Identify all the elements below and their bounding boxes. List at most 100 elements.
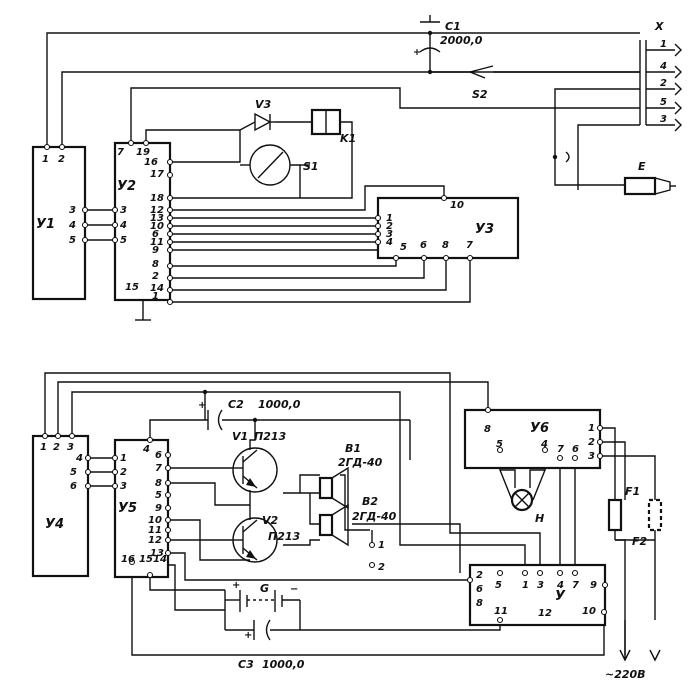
v2-label: V2	[262, 514, 279, 527]
block-u: У 2 6 8 5 1 3 4 7 9 11 12 10	[466, 563, 609, 627]
u5-pin-3: 3	[120, 481, 127, 492]
c2-value: 1000,0	[258, 398, 301, 411]
sensor-s1: S1	[240, 144, 319, 198]
u2-pin-3: 3	[120, 205, 127, 216]
c3-label: C3	[238, 658, 254, 671]
x-pin-4: 4	[659, 61, 667, 72]
u-pin-11: 11	[494, 606, 508, 617]
block-u2: У2 7 19 1 6 17 3 4 5	[111, 139, 174, 306]
u2-pin-2: 2	[152, 271, 159, 282]
u3-pin-2: 2	[386, 221, 393, 232]
u1-pin-5: 5	[69, 235, 76, 246]
u-label: У	[555, 589, 566, 604]
u4-pin-2: 2	[53, 442, 60, 453]
u6-pin-7: 7	[557, 444, 564, 455]
u2-pin-17: 17	[150, 169, 164, 180]
bottom-circuit: У4 1 2 3 4 5 6 У5 1 2 3	[31, 372, 663, 681]
c2-label: C2	[228, 398, 244, 411]
u3-pin-5: 5	[400, 242, 407, 253]
u3-pin-3: 3	[386, 229, 393, 240]
u2-pin-5: 5	[120, 235, 127, 246]
battery-g: + G −	[225, 580, 300, 612]
u3-pin-10: 10	[450, 200, 464, 211]
x-pin-3: 3	[660, 114, 667, 125]
x-pin-2: 2	[660, 78, 667, 89]
g-minus: −	[290, 584, 298, 595]
u2-pin-10: 10	[150, 221, 164, 232]
u1-pin-3: 3	[69, 205, 76, 216]
u3-pin-6: 6	[420, 240, 427, 251]
u2-pin-4: 4	[119, 220, 127, 231]
speaker-b2: B2 2ГД-40 1 2	[318, 495, 397, 573]
u5-pin-8: 8	[155, 478, 162, 489]
probe-e: E	[552, 151, 676, 196]
s1-label: S1	[303, 160, 319, 173]
u5-pin-11: 11	[148, 525, 162, 536]
u6-pin-3: 3	[588, 451, 595, 462]
block-u4: У4 1 2 3 4 5 6	[31, 432, 92, 578]
u5-pin-4: 4	[142, 444, 150, 455]
u2-pin-12: 12	[150, 205, 164, 216]
u5-label: У5	[118, 501, 137, 516]
e-label: E	[638, 160, 646, 173]
u2-pin-15: 15	[125, 282, 139, 293]
u-pin-5: 5	[495, 580, 502, 591]
v2-type: П213	[268, 530, 301, 543]
u1-pin-2: 2	[58, 154, 65, 165]
u6-label: У6	[530, 421, 549, 436]
b1-type: 2ГД-40	[338, 456, 383, 469]
u4-pin-1: 1	[40, 442, 47, 453]
u1-label: У1	[36, 217, 55, 232]
u2-pin-6: 6	[152, 229, 159, 240]
u6-pin-2: 2	[588, 437, 595, 448]
u4-label: У4	[45, 517, 64, 532]
u6-pin-1: 1	[588, 423, 595, 434]
u3-pin-4: 4	[385, 237, 393, 248]
s2-label: S2	[472, 88, 488, 101]
u5-pin-7: 7	[155, 463, 162, 474]
u1-pin-1: 1	[42, 154, 49, 165]
u5-right-pins: 4 6 7 8 5 9 10 11 12 13	[142, 436, 172, 559]
capacitor-c2: + C2 1000,0	[198, 389, 301, 431]
c3-plus: +	[244, 630, 252, 641]
u-pin-12: 12	[538, 608, 552, 619]
u1-pin-4: 4	[68, 220, 76, 231]
mains-input: ~220В	[605, 620, 661, 681]
switch-s2: S2	[469, 65, 494, 101]
c1-label: C1	[445, 20, 461, 33]
transistor-v2: V2 П213	[232, 514, 301, 563]
u2-pin-1: 1	[152, 291, 159, 302]
c1-value: 2000,0	[440, 34, 483, 47]
block-u3: У3 10 1 2 3 4 5 6 8 7	[374, 194, 520, 262]
u2-label: У2	[117, 179, 136, 194]
fuse-f1: F1	[607, 485, 640, 532]
b1-label: B1	[345, 442, 361, 455]
v3-label: V3	[255, 98, 272, 111]
u2-pin-7: 7	[117, 147, 124, 158]
speaker-term-1: 1	[378, 540, 385, 551]
u5-pin-16: 16	[121, 554, 135, 565]
k1-label: K1	[340, 132, 356, 145]
top-wiring	[46, 32, 675, 321]
b2-type: 2ГД-40	[352, 510, 397, 523]
relay-k1: K1	[310, 108, 356, 145]
u2-pin-11: 11	[150, 237, 164, 248]
connector-x: X 1 4 2 5 3	[654, 20, 682, 132]
u3-pin-7: 7	[466, 240, 473, 251]
v1-type: П213	[254, 430, 287, 443]
lamp-h: H	[499, 469, 546, 525]
u2-pin-14: 14	[150, 283, 164, 294]
u5-pin-15: 15	[139, 554, 153, 565]
u2-right-pins: 18 12 13 10 6 11 9 8 2 14 1	[150, 193, 174, 306]
u6-pin-5: 5	[496, 439, 503, 450]
u6-pin-6: 6	[572, 444, 579, 455]
x-pin-5: 5	[660, 97, 667, 108]
bottom-wiring	[44, 372, 656, 656]
u4-pin-5: 5	[70, 467, 77, 478]
g-label: G	[260, 582, 269, 595]
capacitor-c1: C1 2000,0	[414, 15, 483, 75]
c3-value: 1000,0	[262, 658, 305, 671]
u2-pin-19: 19	[136, 147, 150, 158]
u-pin-4: 4	[556, 580, 564, 591]
